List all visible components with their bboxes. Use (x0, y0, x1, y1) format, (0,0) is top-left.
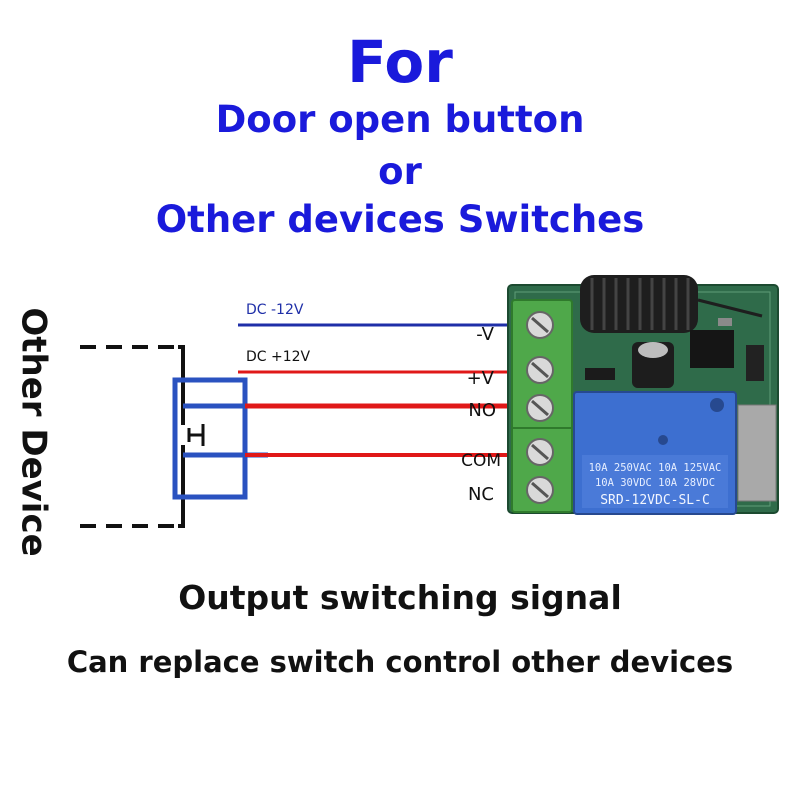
terminal-label-neg-v: -V (476, 324, 494, 345)
heading-for: For (347, 28, 453, 96)
heading-other-devices-switches: Other devices Switches (155, 198, 645, 241)
footer-replace-switch-text: Can replace switch control other devices (66, 645, 734, 679)
side-label-other-device: Other Device (14, 307, 54, 556)
relay-rating-line1: 10A 250VAC 10A 125VAC (589, 462, 722, 474)
other-device-switch (80, 345, 268, 528)
terminal-label-nc: NC (468, 484, 494, 505)
terminal-label-com: COM (461, 451, 501, 471)
terminal-label-no: NO (468, 400, 496, 421)
relay-model: SRD-12VDC-SL-C (600, 493, 710, 508)
terminal-label-pos-v: +V (467, 368, 495, 389)
chip-icon (585, 318, 764, 381)
side-label-container: Other Device (14, 307, 54, 556)
wiring-diagram: DC -12V DC +12V -V +V NO COM NC (80, 275, 779, 528)
switch-box (172, 377, 248, 500)
footer-output-switching-signal: Output switching signal (178, 578, 622, 617)
relay-module: 10A 250VAC 10A 125VAC 10A 30VDC 10A 28VD… (507, 275, 779, 515)
label-dc-minus: DC -12V (246, 302, 304, 318)
switch-symbol-icon (187, 424, 205, 446)
capacitor-icon (632, 342, 674, 388)
antenna-coil-icon (580, 275, 763, 333)
heading-door-open-button: Door open button (215, 98, 585, 141)
relay-rating-line2: 10A 30VDC 10A 28VDC (595, 477, 715, 489)
screw-icon (526, 311, 554, 504)
heading-or: or (378, 150, 422, 193)
label-dc-plus: DC +12V (246, 349, 311, 365)
